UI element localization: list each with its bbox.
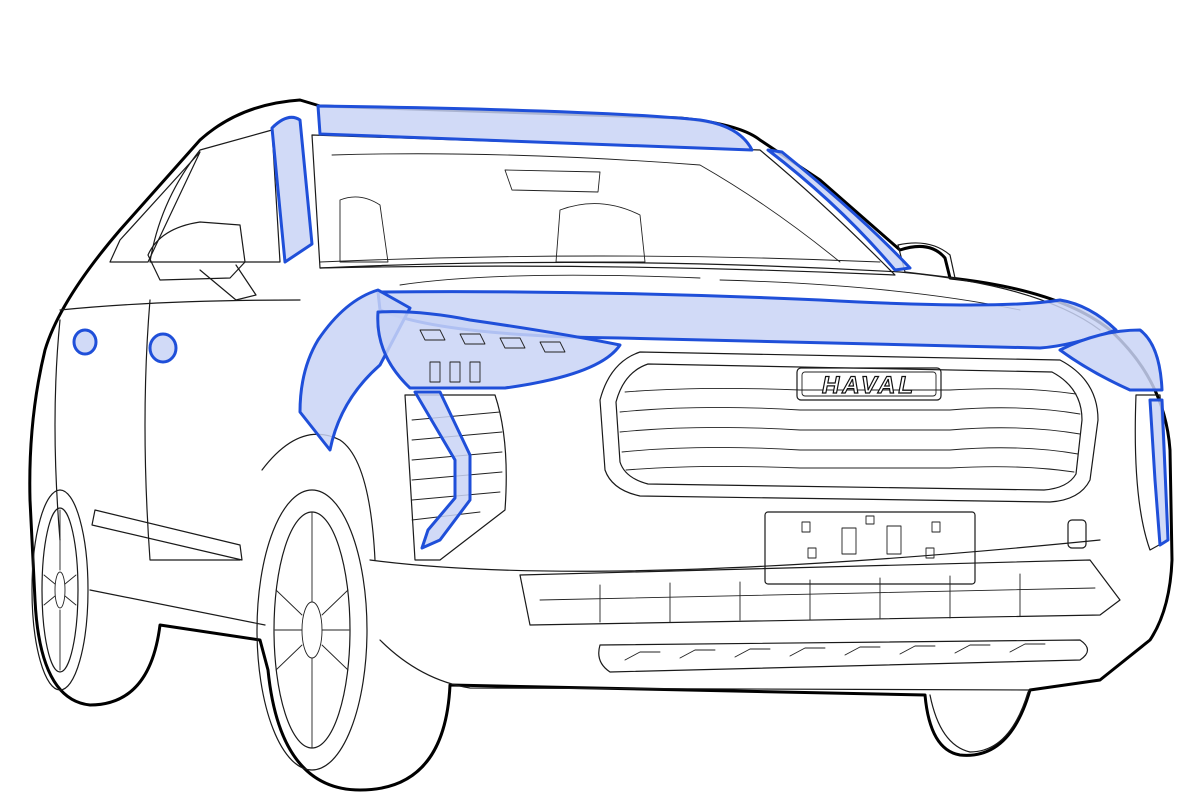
grille: HAVAL xyxy=(599,351,1099,503)
front-wheel-arch xyxy=(261,433,376,561)
a-pillar-right xyxy=(766,148,912,272)
headlight-left-leds xyxy=(419,329,566,383)
badge-plate xyxy=(796,367,942,401)
windshield-top-strip xyxy=(316,104,754,152)
grille-slats xyxy=(619,387,1081,473)
door-handle-front xyxy=(148,332,178,364)
hood-crease-left xyxy=(399,274,701,286)
rear-wheel xyxy=(31,489,89,691)
skid-plate xyxy=(598,639,1089,673)
door-handle-rear xyxy=(72,328,98,356)
headlight-right xyxy=(1058,328,1164,392)
rear-right-wheel xyxy=(929,691,1029,753)
highlight-zones xyxy=(72,104,1170,550)
a-pillar-left xyxy=(270,115,314,264)
bumper-bottom xyxy=(379,639,1031,691)
dashboard xyxy=(319,255,881,263)
cabin xyxy=(109,129,956,301)
drl-right xyxy=(1148,398,1170,547)
beltline xyxy=(59,299,301,311)
lower-grille-bars xyxy=(539,573,1096,623)
seat-right xyxy=(555,203,646,263)
windshield-frame xyxy=(311,134,896,276)
sensor-right xyxy=(1067,519,1087,549)
wheels xyxy=(31,433,1029,771)
rearview-mirror xyxy=(504,169,601,193)
fog-housing-right xyxy=(1134,394,1169,551)
grille-outer xyxy=(599,351,1099,503)
license-plate xyxy=(764,511,976,585)
side-mirror-right xyxy=(897,242,956,279)
car-body xyxy=(28,98,1174,792)
rear-door-line xyxy=(54,319,61,541)
fog-housing-left xyxy=(404,394,507,561)
badge-plate-inner xyxy=(801,371,937,397)
side-mirror-arm xyxy=(199,264,257,301)
windshield-inner xyxy=(331,153,841,263)
plate-holes xyxy=(801,515,941,559)
door-sill xyxy=(91,509,243,561)
body-silhouette xyxy=(28,98,1174,792)
hood-surface xyxy=(319,261,1101,331)
side-body xyxy=(54,299,301,626)
side-window-front xyxy=(149,129,281,263)
grille-inner xyxy=(615,363,1083,491)
front-wheel xyxy=(256,489,368,771)
seat-left xyxy=(339,196,389,263)
headlight-left xyxy=(376,310,622,390)
skid-plate-ribs xyxy=(624,643,1046,661)
side-mirror-left xyxy=(147,221,246,281)
side-window-rear xyxy=(109,151,201,263)
lower-grille xyxy=(519,559,1121,626)
drl-left xyxy=(413,390,472,550)
bumper-top xyxy=(369,539,1101,572)
brand-badge: HAVAL xyxy=(822,372,916,399)
lower-body-line xyxy=(89,589,266,626)
